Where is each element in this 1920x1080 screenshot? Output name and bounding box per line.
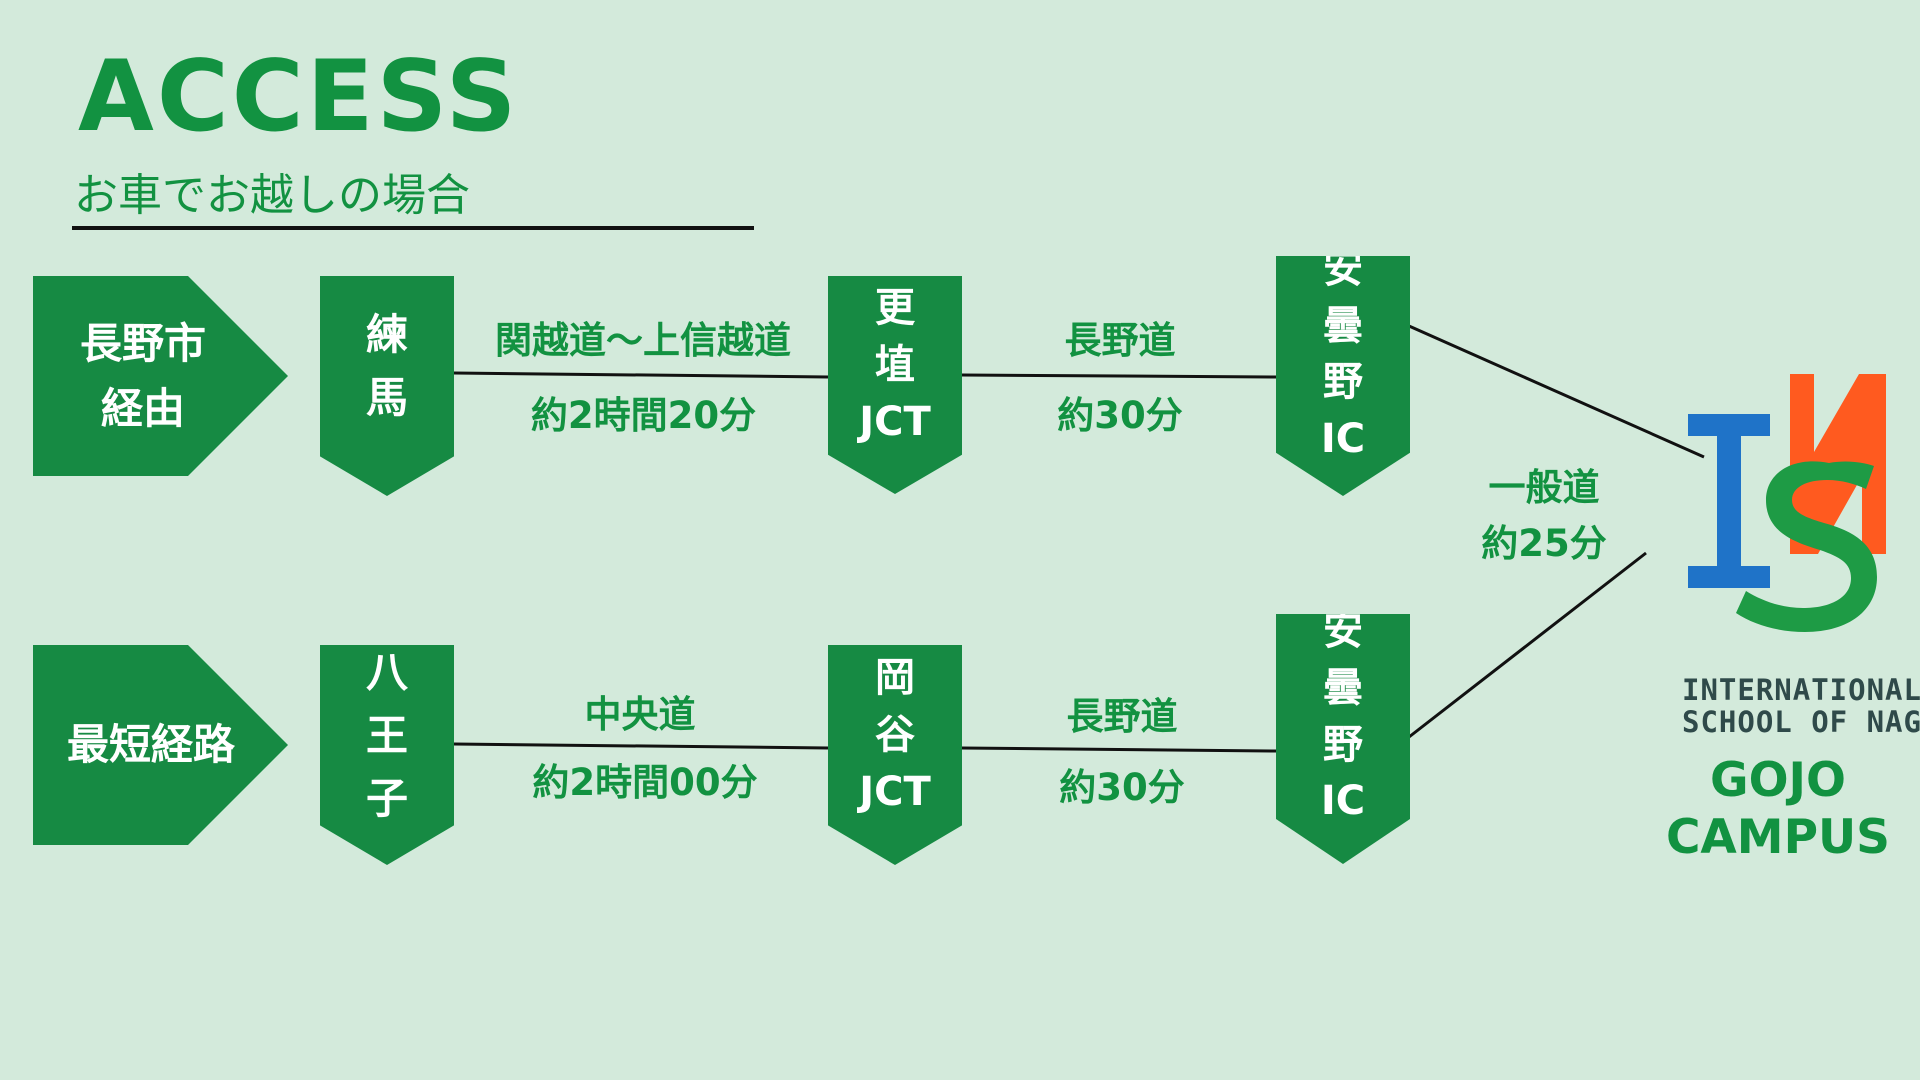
node-label-azumino-ic-route-2: 安 曇 野 IC — [1320, 607, 1366, 825]
segment-time-chuo: 約2時間00分 — [532, 761, 758, 804]
school-name-line-1: INTERNATIONAL — [1682, 673, 1920, 707]
page-subtitle: お車でお越しの場合 — [74, 170, 470, 221]
route-arrow-shortest: 最短経路 — [33, 645, 288, 845]
campus-name: GOJO CAMPUS — [1665, 753, 1891, 866]
logo-letter-s — [1736, 461, 1877, 632]
node-okaya-jct: 岡 谷 JCT — [828, 645, 962, 865]
connector-route-1-final — [1408, 324, 1705, 459]
route-arrow-nagano-city: 長野市 経由 — [33, 276, 288, 476]
node-label-nerima: 練 馬 — [365, 310, 408, 423]
connector-route-1-segment-2 — [961, 373, 1277, 379]
node-koshoku-jct: 更 埴 JCT — [828, 276, 962, 494]
segment-time-nagano-route-2: 約30分 — [1059, 766, 1185, 809]
connector-route-2-segment-1 — [453, 742, 829, 750]
school-logo-icon — [1688, 374, 1886, 632]
route-label-shortest: 最短経路 — [66, 720, 235, 770]
logo-letter-i — [1688, 414, 1770, 588]
connector-route-2-segment-2 — [961, 746, 1277, 753]
segment-name-general-road: 一般道 — [1488, 466, 1600, 509]
node-label-koshoku-jct: 更 埴 JCT — [859, 285, 931, 445]
segment-name-nagano-route-2: 長野道 — [1066, 695, 1178, 738]
segment-name-nagano-route-1: 長野道 — [1064, 319, 1176, 362]
node-hachioji: 八 王 子 — [320, 645, 454, 865]
segment-time-general-road: 約25分 — [1481, 522, 1607, 565]
node-label-okaya-jct: 岡 谷 JCT — [859, 655, 931, 815]
page-title: ACCESS — [78, 40, 520, 154]
node-nerima: 練 馬 — [320, 276, 454, 496]
subtitle-underline — [72, 226, 754, 230]
segment-time-nagano-route-1: 約30分 — [1057, 394, 1183, 437]
connector-route-1-segment-1 — [453, 371, 829, 379]
node-azumino-ic-route-2: 安 曇 野 IC — [1276, 614, 1410, 864]
route-label-nagano-city: 長野市 経由 — [79, 318, 206, 433]
connector-route-2-final — [1408, 551, 1647, 739]
segment-time-kanetsu-joshinetsu: 約2時間20分 — [530, 394, 757, 437]
node-label-azumino-ic-route-1: 安 曇 野 IC — [1320, 245, 1366, 463]
node-azumino-ic-route-1: 安 曇 野 IC — [1276, 256, 1410, 496]
segment-name-kanetsu-joshinetsu: 関越道〜上信越道 — [495, 319, 791, 362]
segment-name-chuo: 中央道 — [584, 693, 696, 736]
school-name-line-2: SCHOOL OF NAGANO — [1682, 705, 1920, 739]
node-label-hachioji: 八 王 子 — [365, 647, 408, 823]
